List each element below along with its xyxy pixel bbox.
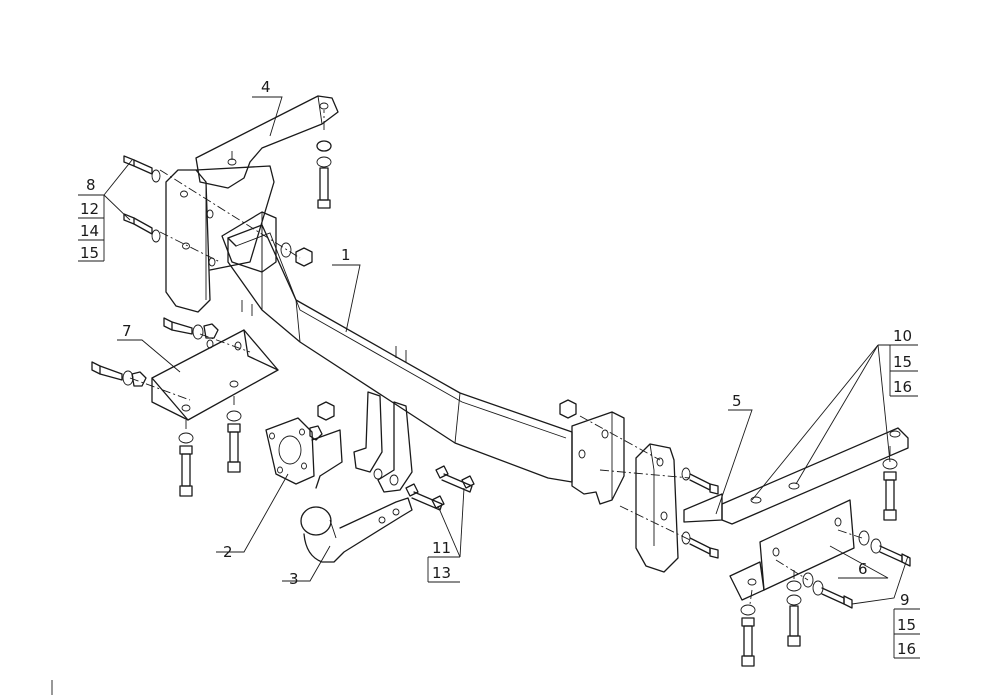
callout-11: 11	[432, 539, 451, 557]
right-upper-bracket	[683, 427, 909, 525]
fasteners	[91, 140, 911, 667]
callout-14: 14	[80, 222, 99, 240]
callout-leaders	[103, 96, 909, 605]
callout-7: 7	[122, 322, 132, 340]
lower-left-angle-bracket	[151, 329, 279, 421]
callout-15-right-top: 15	[893, 353, 912, 371]
callout-8: 8	[86, 176, 96, 194]
callout-15-right-bottom: 15	[897, 616, 916, 634]
callout-6: 6	[858, 560, 868, 578]
callout-13: 13	[432, 564, 451, 582]
callout-16-right-top: 16	[893, 378, 912, 396]
tow-ball	[300, 497, 413, 563]
upper-left-bracket	[165, 95, 339, 313]
callout-2: 2	[223, 543, 233, 561]
main-cross-beam	[221, 211, 625, 505]
electric-socket-plate	[265, 417, 343, 489]
callout-frames	[51, 194, 920, 695]
callout-3: 3	[289, 570, 299, 588]
callout-4: 4	[261, 78, 271, 96]
callout-12: 12	[80, 200, 99, 218]
right-side-plate	[635, 443, 679, 573]
callout-1: 1	[341, 246, 351, 264]
right-lower-angle-bracket	[729, 499, 855, 601]
callout-9: 9	[900, 591, 910, 609]
callout-16-right-bottom: 16	[897, 640, 916, 658]
callout-10: 10	[893, 327, 912, 345]
center-lines	[129, 110, 891, 605]
callout-5: 5	[732, 392, 742, 410]
callout-numbers: 4 1 7 5 2 3 6 8 12 14 15 10 15 16 11 13 …	[80, 78, 916, 658]
callout-15-left: 15	[80, 244, 99, 262]
